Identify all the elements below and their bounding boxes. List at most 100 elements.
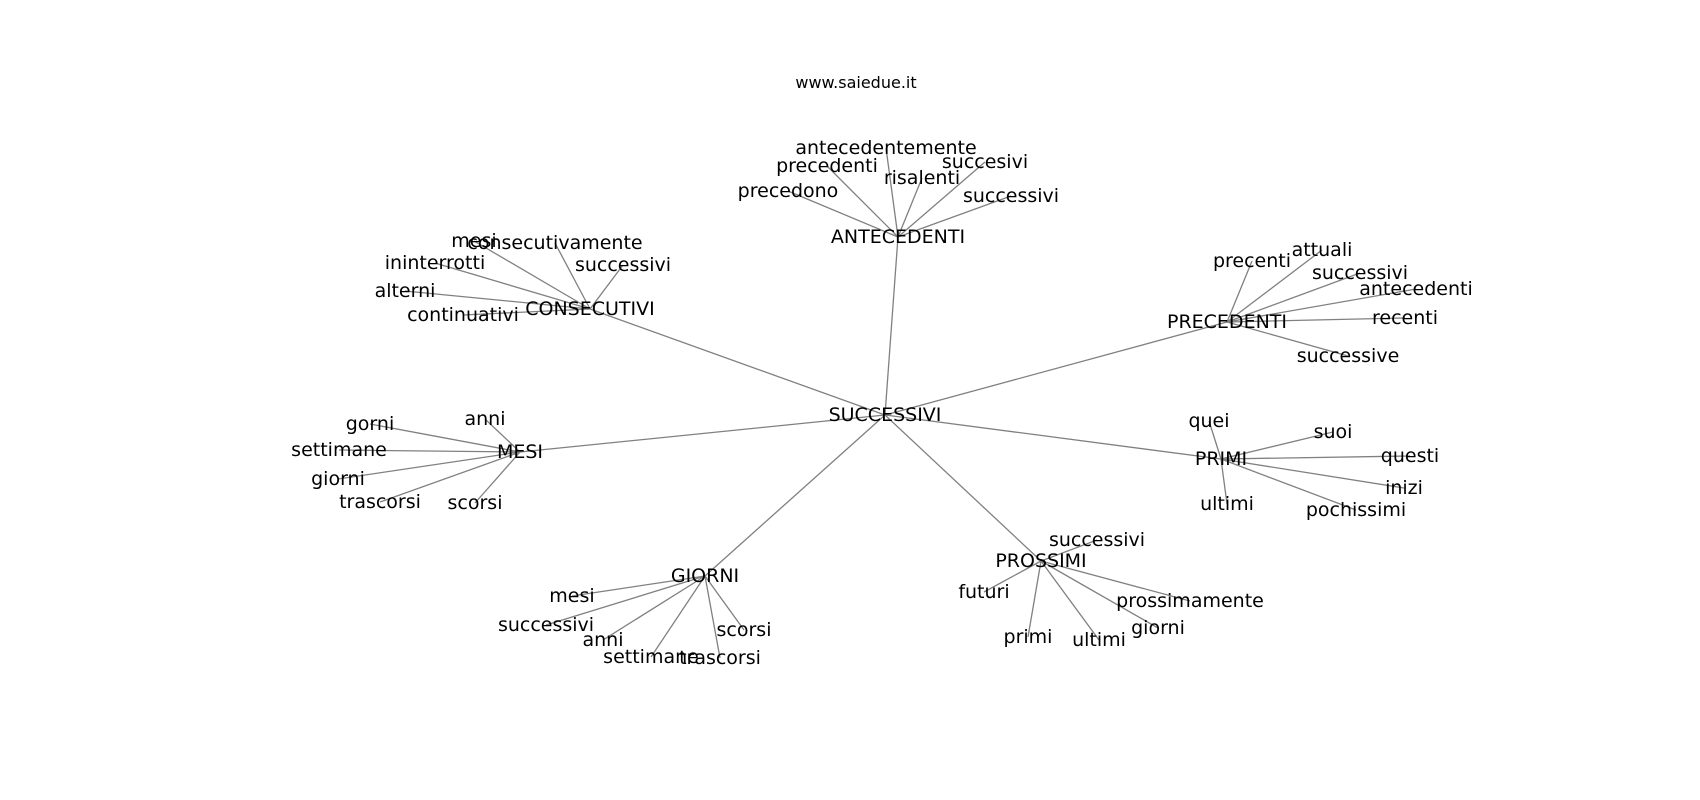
leaf-node-label: antecedentemente (795, 137, 976, 159)
edge-primi-quei (1208, 420, 1222, 460)
leaf-node-label: pochissimi (1306, 499, 1406, 521)
group-node-label-primi: PRIMI (1195, 448, 1247, 470)
edge-primi-questi (1220, 455, 1411, 460)
leaf-node-label: inizi (1385, 477, 1423, 499)
leaf-node-label: mesi (549, 585, 594, 607)
leaf-node-label: settimane (603, 646, 699, 668)
leaf-node-label: successivi (963, 185, 1059, 207)
labels: SUCCESSIVIANTECEDENTIantecedentementepre… (291, 137, 1473, 669)
leaf-node-label: risalenti (884, 167, 960, 189)
edge-primi-suoi (1220, 431, 1334, 460)
edges (337, 147, 1417, 659)
leaf-node-label: succesivi (942, 151, 1028, 173)
leaf-node-label: successivi (498, 614, 594, 636)
leaf-node-label: successivi (1312, 262, 1408, 284)
group-node-label-prossimi: PROSSIMI (995, 550, 1086, 572)
leaf-node-label: settimane (291, 439, 387, 461)
leaf-node-label: anni (582, 629, 623, 651)
edge-precedenti-precenti (1226, 260, 1253, 323)
root-node-label: SUCCESSIVI (829, 404, 942, 426)
edge-primi-inizi (1220, 458, 1405, 489)
leaf-node-label: ultimi (1072, 629, 1126, 651)
leaf-node-label: mesi (451, 230, 496, 252)
edge-root-consecutivi (589, 308, 886, 416)
leaf-node-label: trascorsi (679, 647, 761, 669)
edge-antecedenti-risalenti (897, 177, 923, 238)
edge-giorni-successivi (545, 575, 706, 626)
edge-root-precedenti (884, 321, 1228, 416)
leaf-node-label: scorsi (717, 619, 772, 641)
leaf-node-label: quei (1188, 410, 1229, 432)
group-node-label-consecutivi: CONSECUTIVI (525, 298, 654, 320)
edge-mesi-gorni (369, 423, 521, 453)
edge-antecedenti-succesivi (897, 161, 986, 238)
leaf-node-label: ininterrotti (385, 252, 485, 274)
leaf-node-label: questi (1381, 445, 1439, 467)
edge-prossimi-primi (1027, 560, 1042, 638)
leaf-node-label: giorni (311, 468, 365, 490)
leaf-node-label: prossimamente (1116, 590, 1264, 612)
edge-mesi-trascorsi (379, 451, 521, 503)
edge-prossimi-successivi (1040, 539, 1098, 562)
edge-consecutivi-alterni (404, 290, 591, 310)
edge-mesi-giorni (337, 451, 521, 480)
leaf-node-label: consecutivamente (467, 232, 642, 254)
leaf-node-label: trascorsi (339, 491, 421, 513)
leaf-node-label: continuativi (407, 304, 519, 326)
edge-prossimi-giorni (1040, 560, 1159, 629)
leaf-node-label: giorni (1131, 617, 1185, 639)
edge-giorni-settimane (650, 575, 706, 658)
edge-consecutivi-ininterrotti (434, 262, 591, 310)
group-node-label-giorni: GIORNI (671, 565, 739, 587)
edge-mesi-scorsi (474, 451, 521, 504)
edge-mesi-settimane (338, 449, 521, 453)
edge-mesi-anni (484, 418, 521, 453)
group-node-label-antecedenti: ANTECEDENTI (831, 226, 965, 248)
edge-giorni-scorsi (704, 575, 745, 631)
edge-precedenti-recenti (1226, 317, 1406, 323)
leaf-node-label: gorni (346, 413, 394, 435)
edge-consecutivi-continuativi (462, 308, 591, 316)
leaf-node-label: ultimi (1200, 493, 1254, 515)
leaf-node-label: antecedenti (1359, 278, 1472, 300)
edge-consecutivi-mesi (473, 240, 591, 310)
edge-antecedenti-precedenti (826, 165, 899, 238)
edge-antecedenti-antecedentemente (885, 147, 899, 238)
leaf-node-label: precedono (738, 180, 839, 202)
edge-giorni-anni (602, 575, 706, 641)
edge-giorni-mesi (571, 575, 706, 597)
leaf-node-label: precedenti (776, 155, 878, 177)
edge-precedenti-antecedenti (1226, 288, 1417, 323)
edge-antecedenti-precedono (787, 190, 899, 238)
leaf-node-label: precenti (1213, 250, 1291, 272)
group-node-label-mesi: MESI (497, 441, 543, 463)
edge-prossimi-ultimi (1040, 560, 1100, 641)
group-node-label-precedenti: PRECEDENTI (1167, 311, 1287, 333)
leaf-node-label: successivi (1049, 529, 1145, 551)
leaf-node-label: scorsi (448, 492, 503, 514)
edge-root-prossimi (884, 414, 1042, 562)
site-url: www.saiedue.it (795, 73, 916, 92)
leaf-node-label: successivi (575, 254, 671, 276)
leaf-node-label: recenti (1372, 307, 1438, 329)
edge-precedenti-attuali (1226, 249, 1323, 323)
edge-root-antecedenti (884, 236, 899, 416)
edge-consecutivi-consecutivamente (554, 242, 591, 310)
edge-primi-pochissimi (1220, 458, 1357, 511)
leaf-node-label: futuri (958, 581, 1009, 603)
edge-precedenti-successivi (1226, 272, 1361, 323)
edge-prossimi-prossimamente (1040, 560, 1191, 602)
edge-prossimi-futuri (983, 560, 1042, 593)
leaf-node-label: attuali (1292, 239, 1353, 261)
edge-root-mesi (519, 414, 886, 453)
edge-primi-ultimi (1220, 458, 1228, 505)
leaf-node-label: suoi (1314, 421, 1353, 443)
leaf-node-label: alterni (375, 280, 436, 302)
edge-antecedenti-successivi (897, 195, 1012, 238)
edge-giorni-trascorsi (704, 575, 721, 659)
edge-consecutivi-successivi (589, 264, 624, 310)
leaf-node-label: primi (1004, 626, 1053, 648)
edge-root-primi (884, 414, 1222, 460)
edge-precedenti-successive (1226, 321, 1349, 357)
